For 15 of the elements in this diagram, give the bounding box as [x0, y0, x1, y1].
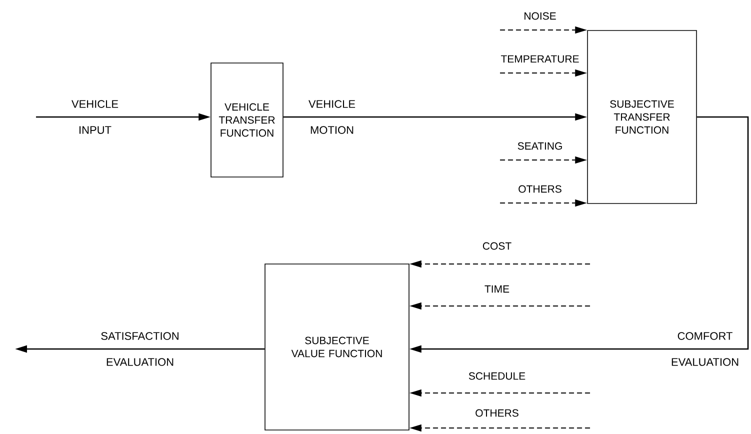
edge-label: SEATING	[518, 142, 562, 150]
edge-label: OTHERS	[476, 409, 518, 417]
edge-label: SCHEDULE	[468, 372, 526, 380]
edge-label: COMFORT EVALUATION	[672, 332, 738, 366]
function-box: SUBJECTIVE TRANSFER FUNCTION	[587, 30, 697, 204]
edge-label: OTHERS	[518, 185, 562, 193]
function-box: SUBJECTIVE VALUE FUNCTION	[264, 264, 410, 430]
edge-label: VEHICLE MOTION	[308, 100, 356, 134]
edge-label: TEMPERATURE	[500, 55, 579, 63]
edge-label: NOISE	[524, 12, 556, 20]
function-box: VEHICLE TRANSFER FUNCTION	[210, 62, 284, 178]
edge-label: TIME	[484, 285, 510, 293]
edge-label: VEHICLE INPUT	[72, 100, 118, 134]
edge-label: COST	[482, 242, 512, 250]
edge-label: SATISFACTION EVALUATION	[101, 332, 178, 366]
